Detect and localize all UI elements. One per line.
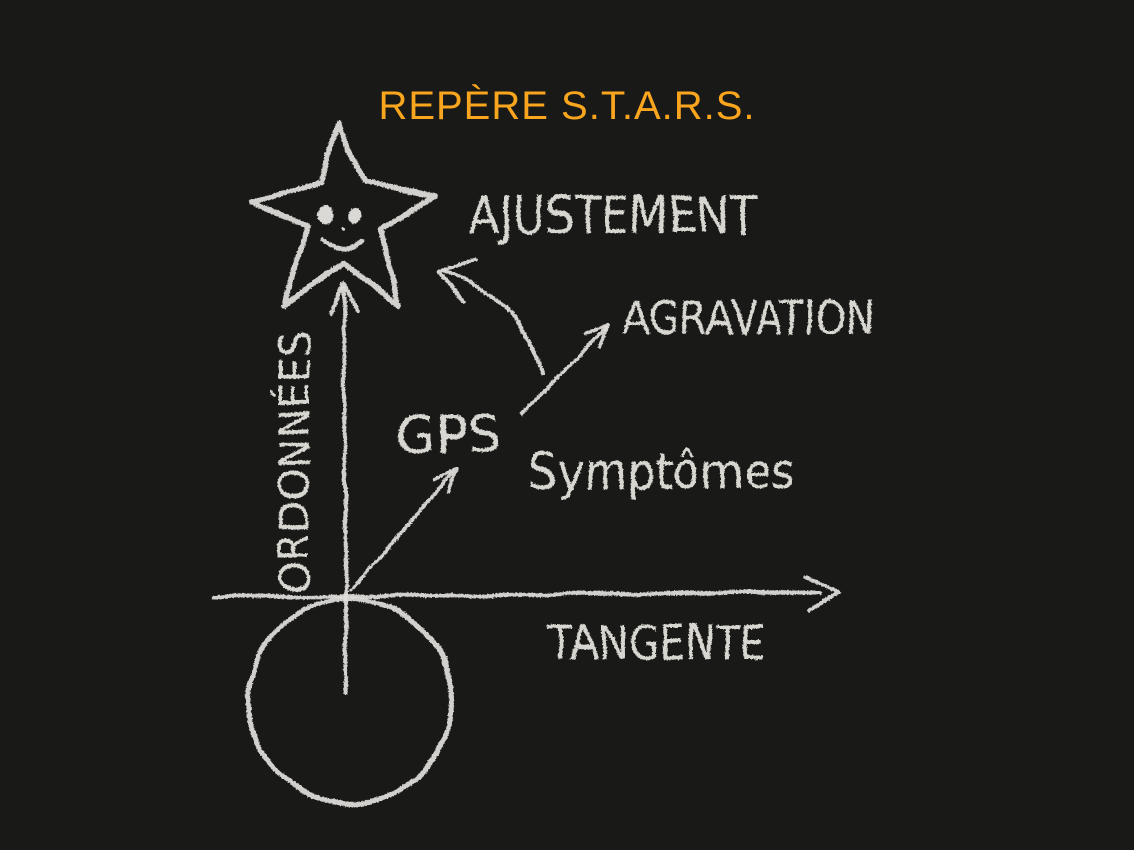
smiley-star-icon <box>249 121 438 310</box>
ajustement-curved-arrow <box>436 258 545 376</box>
curved-arrow-line <box>443 270 545 376</box>
y-axis-line <box>342 286 348 696</box>
star-chalk-speck <box>342 227 346 231</box>
x-axis <box>212 574 840 613</box>
label-agravation: AGRAVATION <box>623 291 875 345</box>
agravation-arrow <box>521 322 610 415</box>
agravation-arrow-line <box>521 325 608 415</box>
y-axis-label: ORDONNÉES <box>269 331 319 593</box>
star-right-eye <box>348 207 362 223</box>
label-ajustement: AJUSTEMENT <box>469 186 757 246</box>
curved-up-left-arrow-icon <box>436 258 479 305</box>
star-left-eye <box>318 204 334 224</box>
up-arrow-icon <box>328 281 359 316</box>
page-title: REPÈRE S.T.A.R.S. <box>378 83 755 128</box>
star-outline <box>249 121 438 310</box>
x-axis-line <box>212 591 822 599</box>
label-symptomes: Symptômes <box>529 443 795 501</box>
gps-arrow <box>348 467 459 592</box>
star-smile <box>319 237 366 252</box>
label-gps: GPS <box>395 406 501 464</box>
diagonal-up-right-arrow-icon <box>582 322 610 351</box>
right-arrow-icon <box>804 574 840 613</box>
diagonal-up-right-arrow-icon <box>432 467 459 494</box>
chalk-layer: AJUSTEMENT AGRAVATION GPS Symptômes ORDO… <box>212 121 875 806</box>
y-axis <box>328 281 359 696</box>
gps-arrow-line <box>348 472 454 592</box>
x-axis-label: TANGENTE <box>547 615 766 671</box>
origin-circle <box>245 596 455 806</box>
